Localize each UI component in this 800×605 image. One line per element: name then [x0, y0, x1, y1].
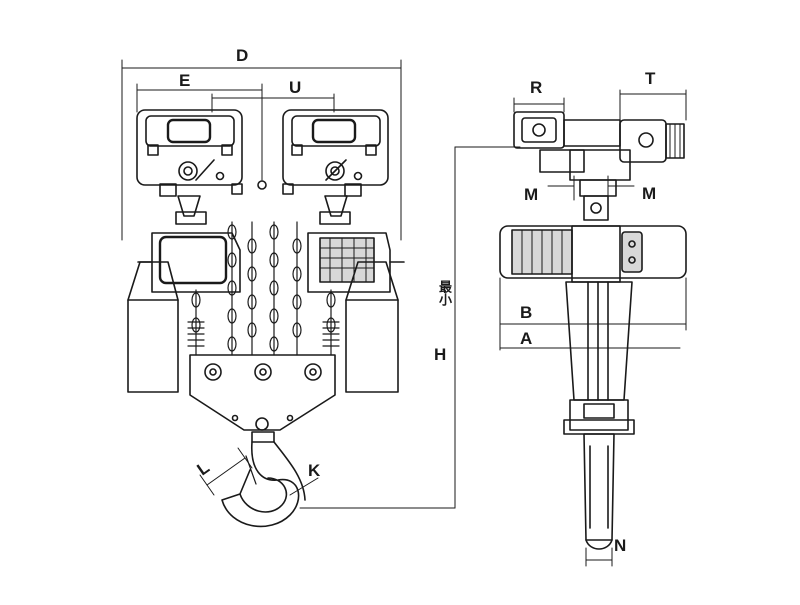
label-min-note: 最小 — [436, 280, 451, 306]
side-hook — [583, 433, 615, 550]
motor-fins — [669, 123, 681, 159]
center-pin — [257, 180, 267, 190]
side-chain-bucket — [565, 281, 633, 401]
bottom-block — [189, 354, 336, 431]
dimension-n — [585, 547, 613, 567]
left-chain-bucket — [127, 261, 179, 393]
dimension-t — [619, 89, 687, 121]
hanger-links — [175, 195, 351, 225]
dimension-h — [299, 146, 521, 509]
label-u: U — [289, 78, 302, 97]
dimension-d — [121, 59, 402, 241]
front-view — [121, 59, 405, 528]
dimension-k — [289, 477, 319, 496]
side-hoist-body — [499, 225, 687, 283]
label-m-right: M — [642, 184, 657, 203]
label-n: N — [614, 536, 627, 555]
label-r: R — [530, 78, 543, 97]
dimension-u — [211, 93, 335, 113]
dimension-b — [499, 277, 687, 351]
dimension-m — [547, 175, 635, 201]
chain-1 — [227, 221, 237, 356]
right-trolley — [282, 109, 389, 197]
label-t: T — [645, 69, 656, 88]
side-trolley — [513, 111, 685, 197]
hook — [221, 431, 306, 528]
dimension-r — [513, 97, 565, 113]
dimension-l — [199, 447, 253, 496]
label-h: H — [434, 345, 447, 364]
left-trolley — [136, 109, 243, 197]
chain-3 — [269, 221, 279, 356]
right-hoist-body — [307, 232, 405, 293]
label-b: B — [520, 303, 533, 322]
side-bottom-block — [563, 399, 635, 435]
label-m-left: M — [524, 185, 539, 204]
side-hanger — [583, 195, 609, 221]
dimension-e — [136, 83, 263, 181]
spring-stops — [187, 321, 340, 347]
label-k: K — [308, 461, 321, 480]
load-chains — [191, 221, 336, 356]
side-view — [499, 89, 687, 567]
side-motor-fins — [521, 229, 563, 275]
chain-2 — [247, 221, 257, 356]
label-e: E — [179, 71, 191, 90]
chain-4 — [292, 221, 302, 356]
label-a: A — [520, 329, 533, 348]
right-chain-bucket — [345, 261, 399, 393]
label-d: D — [236, 46, 249, 65]
